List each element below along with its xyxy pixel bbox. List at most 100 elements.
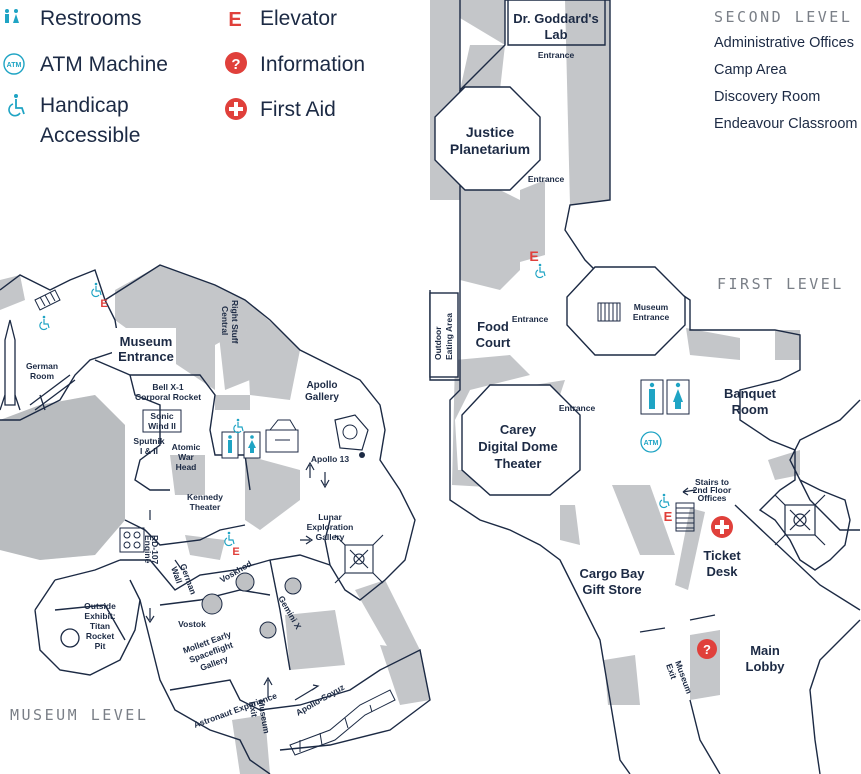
legend: Restrooms ATM ATM Machine Handicap Acces… [3, 7, 365, 147]
lunar-label: Gallery [316, 532, 345, 542]
lunar-module-graphic [334, 534, 384, 584]
outdoor-label: Outdoor [433, 326, 443, 360]
carey-label: Digital Dome [478, 439, 557, 454]
dome-theater-room [461, 384, 581, 496]
first-level-title: FIRST LEVEL [717, 275, 844, 293]
stairs-label: Stairs to [695, 477, 729, 487]
banquet-label: Banquet [724, 386, 777, 401]
food-court-label: Court [476, 335, 511, 350]
kennedy-label: Kennedy [187, 492, 223, 502]
sputnik-label: Sputnik [133, 436, 164, 446]
elevator-icon: E [100, 298, 107, 310]
handicap-icon [224, 531, 235, 547]
entrance-label: Entrance [528, 174, 565, 184]
atm-glyph: ATM [644, 440, 659, 447]
capsule-graphic [265, 419, 299, 453]
outside-exhibit-label: Pit [95, 641, 106, 651]
legend-label-atm: ATM Machine [40, 53, 168, 76]
entrance-label: Entrance [559, 403, 596, 413]
elevator-icon: E [232, 546, 239, 558]
cargo-bay-label: Cargo Bay [579, 566, 645, 581]
lunar-label: Exploration [307, 522, 354, 532]
handicap-icon [659, 493, 670, 509]
apollo-gallery-label: Apollo [306, 380, 337, 391]
food-court-label: Food [477, 319, 509, 334]
stairs-label: 2nd Floor [693, 485, 732, 495]
legend-label-restrooms: Restrooms [40, 7, 142, 30]
museum-entrance-room [566, 266, 686, 356]
first-aid-icon [711, 516, 733, 538]
info-glyph: ? [231, 56, 240, 73]
stairs-label: Offices [698, 493, 727, 503]
ticket-desk-label: Ticket [703, 548, 741, 563]
planetarium-label: Justice [466, 124, 514, 140]
rd107-graphic [119, 527, 145, 553]
elevator-icon: E [664, 509, 673, 524]
outdoor-area [429, 292, 459, 378]
carey-label: Carey [500, 422, 537, 437]
museum-entrance-label: Museum [634, 302, 669, 312]
second-level-list: SECOND LEVEL Administrative Offices Camp… [714, 8, 857, 132]
museum-entrance-label: Entrance [118, 349, 174, 364]
handicap-icon [91, 282, 102, 298]
restroom-icon [640, 379, 690, 415]
stairs-graphic [34, 289, 61, 311]
sputnik-label: I & II [140, 446, 158, 456]
information-icon: ? [697, 639, 717, 659]
legend-label-information: Information [260, 53, 365, 76]
atm-icon: ATM [640, 431, 662, 453]
outside-exhibit-label: Titan [90, 621, 110, 631]
second-level-item: Discovery Room [714, 89, 820, 105]
capsule-graphic [201, 572, 302, 639]
planetarium-label: Planetarium [450, 141, 530, 157]
bell-label: Corporal Rocket [135, 392, 201, 402]
sonic-label: Sonic [150, 411, 173, 421]
apollo-soyuz-graphic [289, 689, 396, 756]
german-room-label: German [26, 361, 58, 371]
main-lobby-label: Lobby [746, 659, 786, 674]
titan-pit-graphic [60, 628, 80, 648]
planetarium-room [434, 86, 541, 191]
handicap-icon [39, 315, 50, 331]
stairs-graphic [675, 502, 695, 532]
first-aid-icon [225, 98, 247, 120]
second-level-title: SECOND LEVEL [714, 8, 852, 26]
museum-entrance-label: Museum [120, 334, 173, 349]
museum-level-map: German Room E Museum Entrance Right Stuf… [0, 264, 431, 774]
first-level-map: Dr. Goddard's Lab Entrance Justice Plane… [429, 0, 861, 774]
outdoor-label: Eating Area [444, 313, 454, 360]
restroom-icon [5, 9, 19, 23]
right-stuff-label: Right Stuff [230, 300, 240, 344]
vostok-label: Vostok [178, 619, 206, 629]
entrance-label: Entrance [538, 50, 575, 60]
cargo-bay-label: Gift Store [582, 582, 641, 597]
museum-exit-label: Exit [247, 701, 260, 718]
rocket-graphic [0, 319, 76, 411]
handicap-icon [8, 94, 25, 117]
outside-exhibit-label: Rocket [86, 631, 115, 641]
legend-label-accessible: Accessible [40, 124, 140, 147]
goddard-label: Lab [544, 27, 567, 42]
apollo-soyuz-label: Apollo-Soyuz [294, 682, 346, 718]
outside-exhibit-label: Exhibit: [84, 611, 115, 621]
second-level-item: Administrative Offices [714, 35, 854, 51]
atomic-label: War [178, 452, 194, 462]
elevator-icon: E [529, 248, 538, 264]
rd107-label: RD-107 [150, 535, 160, 565]
apollo-gallery-label: Gallery [305, 392, 339, 403]
goddard-label: Dr. Goddard's [513, 11, 598, 26]
atomic-label: Head [176, 462, 197, 472]
path-arrow [145, 461, 330, 701]
ticket-desk-label: Desk [706, 564, 738, 579]
main-lobby-label: Main [750, 643, 780, 658]
carey-label: Theater [495, 456, 542, 471]
german-room-label: Room [30, 371, 55, 381]
atomic-label: Atomic [172, 442, 201, 452]
atm-glyph: ATM [7, 62, 22, 69]
legend-label-handicap: Handicap [40, 94, 129, 117]
lunar-label: Lunar [318, 512, 342, 522]
bell-label: Bell X-1 [152, 382, 183, 392]
restroom-icon [221, 431, 261, 459]
banquet-label: Room [732, 402, 769, 417]
